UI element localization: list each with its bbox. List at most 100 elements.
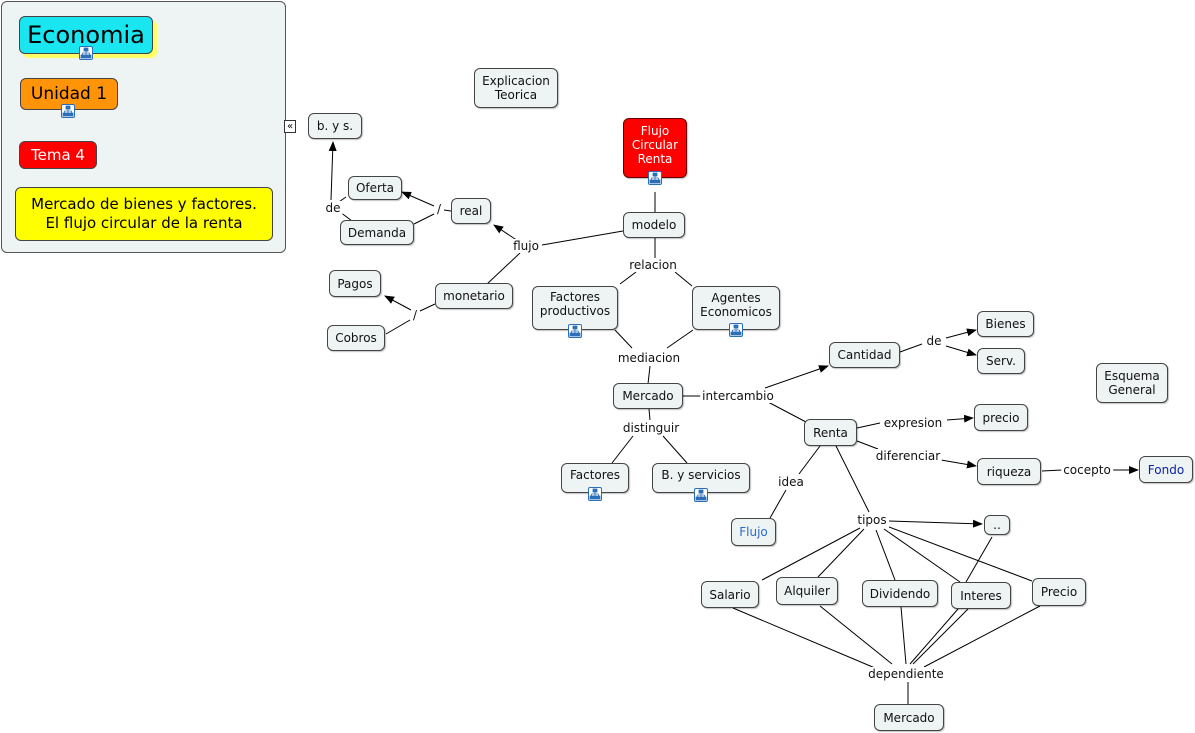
link-de-2: de — [924, 334, 944, 348]
edge-monetario-slash — [419, 303, 436, 312]
link-de: de — [323, 201, 343, 215]
edge-alquiler-dependiente — [819, 605, 893, 665]
edge-tipos-alquiler — [817, 528, 865, 578]
edge-dots-interes — [965, 536, 993, 583]
edge-slash-pagos — [384, 295, 412, 311]
edge-tipos-precio — [888, 526, 1033, 582]
edge-riqueza-cocepto — [1041, 469, 1063, 472]
collapse-icon[interactable]: « — [284, 120, 296, 133]
concept-map-icon-unidad[interactable] — [61, 104, 75, 118]
link-intercambio: intercambio — [700, 389, 776, 403]
node-flujo[interactable]: Flujo — [731, 518, 776, 546]
node-demanda[interactable]: Demanda — [340, 220, 414, 245]
edge-slash-demanda — [413, 213, 435, 225]
node-riqueza[interactable]: riqueza — [977, 458, 1041, 485]
edge-de-bienes — [945, 328, 977, 339]
edge-relacion-factoresprod — [619, 271, 637, 285]
node-dots[interactable]: .. — [984, 515, 1010, 535]
edge-intercambio-cantidad — [764, 365, 829, 389]
node-bienes[interactable]: Bienes — [977, 311, 1034, 337]
link-dependiente: dependiente — [866, 667, 946, 681]
edge-agentes-mediacion — [666, 329, 694, 349]
flujo-circular-line-3: Renta — [637, 152, 673, 166]
node-cantidad[interactable]: Cantidad — [829, 342, 900, 368]
edge-slash-cobros — [385, 319, 411, 335]
hierarchy-glyph-icon — [569, 325, 581, 337]
node-dividendo[interactable]: Dividendo — [862, 580, 938, 607]
edge-flujo-real — [493, 224, 519, 242]
edge-mediacion-mercado — [647, 365, 651, 385]
node-alquiler[interactable]: Alquiler — [776, 577, 838, 605]
node-precio[interactable]: precio — [974, 404, 1028, 431]
node-serv[interactable]: Serv. — [977, 348, 1025, 374]
link-slash-2: / — [410, 308, 420, 322]
hierarchy-glyph-icon — [649, 172, 661, 184]
legend-panel: Economia Unidad 1 Tema 4 Mercado de bien… — [1, 1, 286, 253]
explicacion-line-1: Explicacion — [482, 74, 550, 88]
node-precio-tipo[interactable]: Precio — [1032, 578, 1086, 606]
node-oferta[interactable]: Oferta — [348, 176, 402, 200]
edge-distinguir-factores — [611, 435, 634, 464]
link-tipos: tipos — [855, 513, 889, 527]
node-salario[interactable]: Salario — [701, 581, 759, 608]
node-bys[interactable]: b. y s. — [308, 113, 362, 139]
concept-map-icon-economia[interactable] — [79, 46, 93, 60]
node-pagos[interactable]: Pagos — [329, 270, 381, 297]
edge-tipos-dividendo — [875, 529, 896, 581]
edge-flujo-monetario — [486, 252, 521, 285]
edge-modelo-flujo — [541, 230, 624, 246]
node-agentes-economicos[interactable]: Agentes Economicos — [692, 286, 780, 330]
subject-line-1: Mercado de bienes y factores. — [31, 195, 257, 213]
topic-node[interactable]: Tema 4 — [19, 141, 97, 169]
node-fondo[interactable]: Fondo — [1139, 456, 1193, 483]
link-mediacion: mediacion — [615, 351, 683, 365]
topic-label: Tema 4 — [31, 146, 85, 164]
title-node[interactable]: Economia — [19, 16, 153, 54]
node-real[interactable]: real — [451, 198, 491, 224]
concept-map-icon-factores-productivos[interactable] — [568, 324, 582, 338]
hierarchy-glyph-icon — [589, 488, 601, 500]
title-label: Economia — [27, 21, 145, 49]
edge-salario-dependiente — [732, 607, 876, 669]
edge-de-serv — [945, 345, 977, 357]
hierarchy-glyph-icon — [730, 324, 742, 336]
node-mercado[interactable]: Mercado — [613, 383, 683, 409]
link-diferenciar: diferenciar — [873, 449, 943, 463]
flujo-circular-line-2: Circular — [631, 138, 679, 152]
node-interes[interactable]: Interes — [951, 582, 1011, 609]
edge-real-slash — [443, 209, 452, 212]
concept-map-icon-flujo-circular[interactable] — [648, 171, 662, 185]
node-renta[interactable]: Renta — [804, 419, 857, 446]
edge-expresion-precio — [946, 414, 974, 423]
link-expresion: expresion — [881, 416, 945, 430]
link-cocepto: cocepto — [1061, 463, 1113, 477]
concept-map-icon-byservicios[interactable] — [694, 488, 708, 502]
concept-map-icon-agentes[interactable] — [729, 323, 743, 337]
subject-node[interactable]: Mercado de bienes y factores. El flujo c… — [15, 187, 273, 241]
node-mercado-2[interactable]: Mercado — [874, 704, 944, 731]
node-flujo-circular-renta[interactable]: Flujo Circular Renta — [623, 118, 687, 178]
node-cobros[interactable]: Cobros — [327, 325, 385, 351]
edge-renta-diferenciar — [856, 440, 879, 450]
concept-map-icon-factores[interactable] — [588, 487, 602, 501]
node-explicacion-teorica[interactable]: Explicacion Teorica — [474, 68, 558, 108]
edge-factoresprod-mediacion — [614, 329, 633, 349]
edge-tipos-dots — [888, 519, 983, 528]
node-esquema-general[interactable]: Esquema General — [1096, 363, 1168, 403]
node-modelo[interactable]: modelo — [623, 212, 685, 238]
explicacion-line-2: Teorica — [494, 88, 538, 102]
edge-intercambio-renta — [767, 401, 807, 423]
hierarchy-glyph-icon — [695, 489, 707, 501]
node-monetario[interactable]: monetario — [435, 283, 513, 309]
edge-interes-dependiente-2 — [909, 608, 959, 665]
subject-line-2: El flujo circular de la renta — [45, 214, 243, 232]
link-slash-1: / — [434, 202, 444, 216]
edge-idea-flujo — [769, 489, 787, 519]
unit-label: Unidad 1 — [30, 84, 108, 104]
edge-precio-dependiente — [923, 605, 1041, 668]
edge-relacion-agentes — [674, 271, 693, 287]
edge-renta-idea — [798, 445, 821, 475]
hierarchy-glyph-icon — [62, 105, 74, 117]
edge-cantidad-de — [899, 343, 923, 353]
